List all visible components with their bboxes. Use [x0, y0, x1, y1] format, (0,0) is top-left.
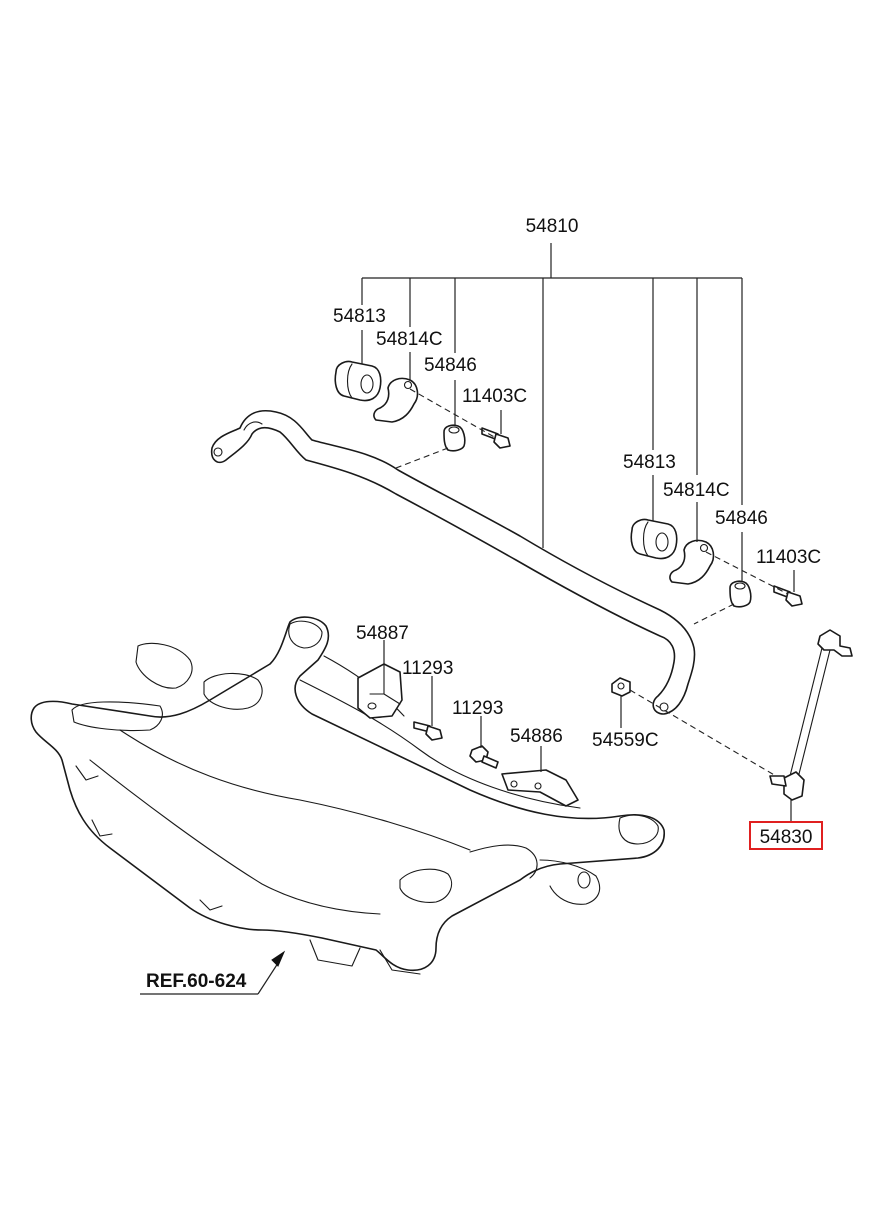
label-bushing-mount-right[interactable]: 54846: [715, 508, 768, 529]
assembly-dashline-left-bolt: [409, 388, 497, 439]
assembly-dashline-left-bar: [395, 447, 449, 469]
bushing-left: [334, 330, 382, 402]
bolt-left: [481, 410, 511, 449]
stabilizer-bar: [210, 410, 696, 715]
label-bolt-left[interactable]: 11403C: [462, 386, 527, 407]
bracket-right: [669, 502, 715, 585]
bolt-lower: [469, 716, 499, 769]
label-reference[interactable]: REF.60-624: [146, 971, 247, 992]
bracket-left: [373, 352, 419, 423]
label-stabilizer-assy[interactable]: 54810: [526, 216, 579, 237]
plate: [501, 746, 579, 807]
label-bushing-mount-left[interactable]: 54846: [424, 355, 477, 376]
bolt-right: [773, 570, 803, 607]
highlight-box: [749, 821, 823, 850]
assembly-dashline-right-bar: [693, 603, 735, 625]
assembly-dashline-link: [629, 689, 777, 777]
bolt-upper: [413, 676, 443, 741]
mount-bracket: [357, 640, 403, 719]
label-bolt-right[interactable]: 11403C: [756, 547, 821, 568]
label-mount-bracket[interactable]: 54887: [356, 623, 409, 644]
label-bracket-left[interactable]: 54814C: [376, 329, 443, 350]
subframe: [30, 616, 665, 975]
label-bracket-right[interactable]: 54814C: [663, 480, 730, 501]
label-stabilizer-link[interactable]: 54830: [760, 827, 813, 848]
label-bolt-upper[interactable]: 11293: [402, 658, 453, 679]
label-nut[interactable]: 54559C: [592, 730, 659, 751]
stabilizer-assy-leaders: [361, 243, 743, 548]
label-bushing-left[interactable]: 54813: [333, 306, 386, 327]
bushing-mount-left: [443, 380, 466, 452]
bushing-right: [630, 475, 678, 560]
bushing-mount-right: [729, 532, 752, 608]
ref-arrow: [140, 950, 286, 995]
label-plate[interactable]: 54886: [510, 726, 563, 747]
stabilizer-link: [769, 629, 853, 822]
nut: [611, 677, 631, 728]
label-bushing-right[interactable]: 54813: [623, 452, 676, 473]
assembly-dashline-right-bolt: [705, 551, 789, 595]
part-labels: 54810 54813 54814C 54846 11403C 54813 54…: [146, 216, 821, 992]
label-bolt-lower[interactable]: 11293: [452, 698, 503, 719]
highlighted-part[interactable]: 54830: [749, 821, 823, 850]
